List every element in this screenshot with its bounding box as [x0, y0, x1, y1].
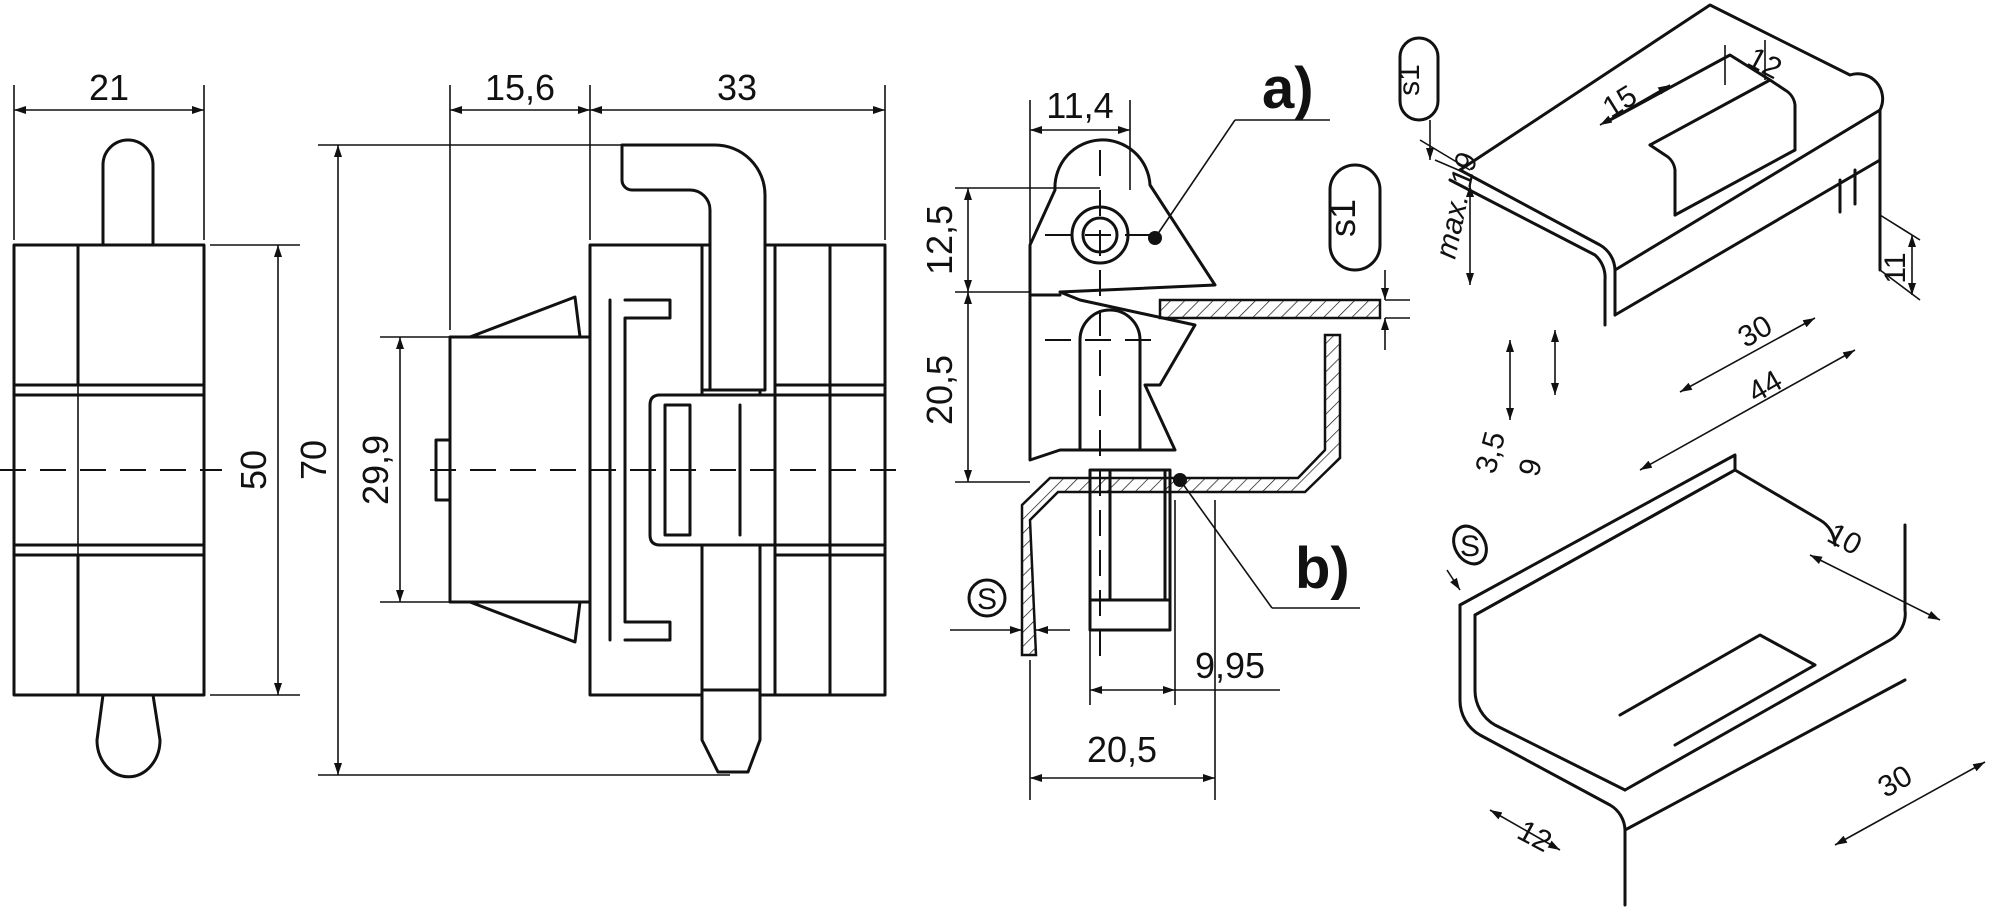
- dim-section-offset: 9,95: [1195, 645, 1265, 686]
- s1-symbol: s1: [1322, 199, 1363, 237]
- cutout-a-isometric: s1 max. 19 12 15 11 30 44 9 3,5: [1393, 3, 1921, 480]
- dim-side-body-height: 29,9: [355, 435, 396, 505]
- cutout-a-height-11: 11: [1879, 252, 1912, 283]
- dim-section-top-width: 11,4: [1046, 85, 1113, 126]
- cutout-b-width-10: 10: [1822, 517, 1867, 562]
- cutout-b-length-30: 30: [1873, 759, 1918, 804]
- cutout-a-thickness: s1: [1393, 64, 1426, 96]
- cutout-a-depth-35: 3,5: [1469, 428, 1512, 477]
- cutout-a-width-12: 12: [1742, 41, 1787, 86]
- cutout-a-length-44: 44: [1743, 364, 1788, 409]
- dim-side-overall-height: 70: [293, 440, 334, 480]
- label-b: b): [1295, 536, 1350, 601]
- dim-section-lower-height: 20,5: [919, 355, 960, 425]
- side-view: 15,6 33 70 29,9: [293, 67, 905, 776]
- cutout-a-width-15: 15: [1597, 79, 1643, 125]
- dim-front-width: 21: [89, 67, 129, 108]
- s-symbol: S: [977, 583, 997, 616]
- dim-section-bottom-width: 20,5: [1087, 729, 1157, 770]
- front-view: 21 50: [0, 67, 300, 779]
- label-a: a): [1262, 56, 1314, 121]
- section-view: 11,4 12,5 20,5 a) b) s1 S 9,95: [919, 56, 1410, 800]
- dim-side-depth-left: 15,6: [485, 67, 555, 108]
- dim-section-upper-height: 12,5: [919, 205, 960, 275]
- cutout-b-width-12: 12: [1512, 814, 1557, 859]
- cutout-a-depth-9: 9: [1513, 455, 1549, 480]
- cutout-a-length-30: 30: [1733, 309, 1778, 354]
- cutout-a-max-depth: max. 19: [1430, 150, 1485, 262]
- cutout-b-isometric: S 10 12 30: [1446, 453, 1986, 907]
- dim-front-height: 50: [233, 450, 274, 490]
- cutout-b-thickness: S: [1460, 530, 1480, 563]
- dim-side-depth-right: 33: [717, 67, 757, 108]
